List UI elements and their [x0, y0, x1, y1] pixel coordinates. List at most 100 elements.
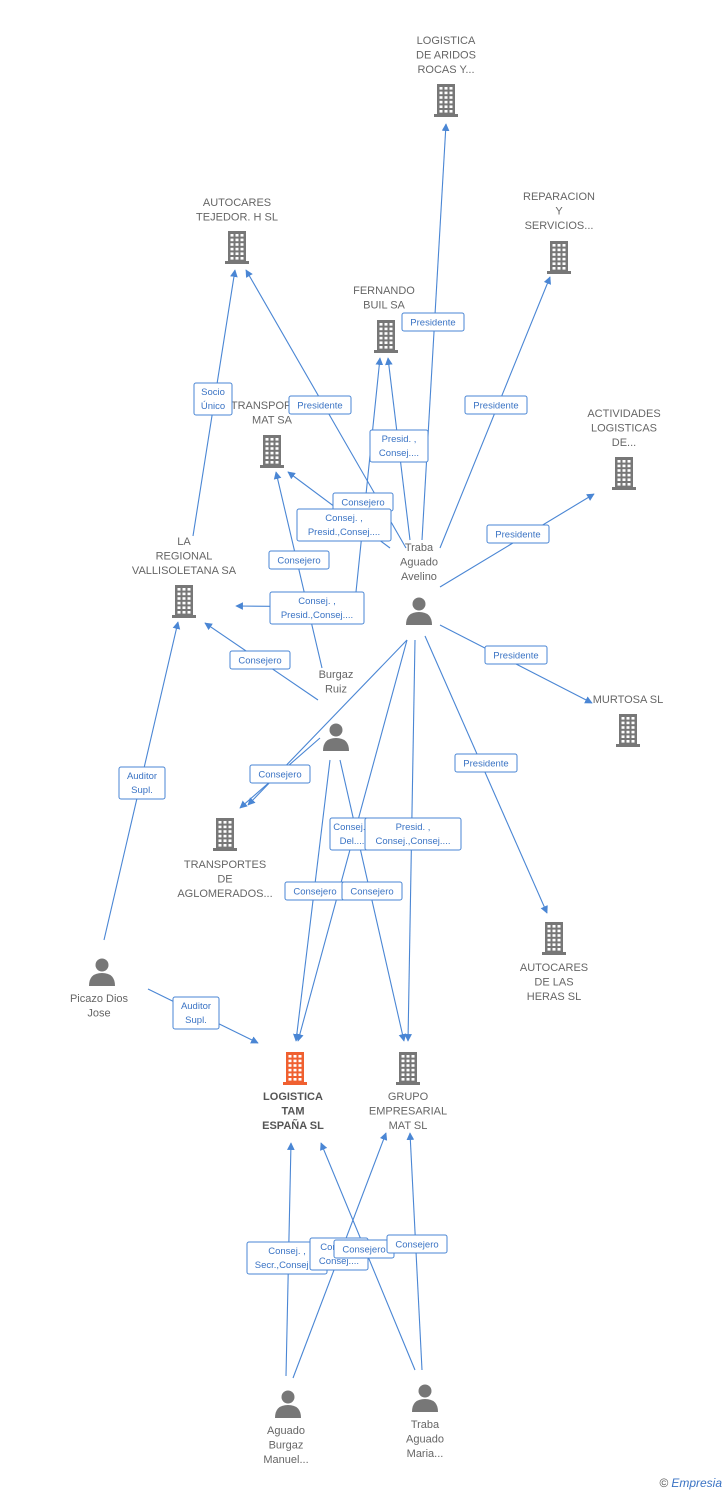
node-label-line: FERNANDO	[353, 285, 415, 297]
person-icon[interactable]	[406, 597, 432, 626]
node-label-line: ACTIVIDADES	[587, 408, 660, 420]
edge-role-badge[interactable]: Consejero	[341, 881, 403, 901]
edge-role-badge[interactable]: Consejero	[268, 550, 330, 570]
edge-role-badge[interactable]: Consejero	[284, 881, 346, 901]
badge-box	[249, 764, 311, 784]
building-icon[interactable]	[225, 231, 249, 264]
node-label-line: Avelino	[401, 571, 437, 583]
badge-text: Consej. ,	[333, 822, 371, 833]
node-label-reparacion[interactable]: REPARACIONYSERVICIOS...	[523, 191, 595, 232]
person-icon[interactable]	[89, 958, 115, 987]
badge-box	[296, 508, 392, 542]
badge-text: Consejero	[258, 770, 301, 781]
edge-role-badge[interactable]: Consejero	[332, 492, 394, 512]
copyright-icon: ©	[659, 1476, 669, 1490]
badge-text: Consejero	[293, 887, 336, 898]
edge-role-badge[interactable]: Presidente	[484, 645, 548, 665]
person-icon[interactable]	[275, 1390, 301, 1419]
node-label-line: DE	[217, 874, 232, 886]
node-label-line: Y	[555, 206, 563, 218]
building-icon[interactable]	[172, 585, 196, 618]
node-label-line: TEJEDOR. H SL	[196, 212, 278, 224]
badge-text: Presidente	[410, 318, 455, 329]
edge-role-badge[interactable]: Presidente	[464, 395, 528, 415]
badge-box	[229, 650, 291, 670]
edge-role-badge[interactable]: Presidente	[486, 524, 550, 544]
edge-role-badge[interactable]: Consej. ,Presid.,Consej....	[296, 508, 392, 542]
edge-role-badge[interactable]: Consejero	[229, 650, 291, 670]
edge-role-badge[interactable]: Presid. ,Consej.,Consej....	[364, 817, 462, 851]
badge-text: Presid. ,	[382, 434, 417, 445]
person-icon[interactable]	[412, 1384, 438, 1413]
node-label-line: Aguado	[267, 1425, 305, 1437]
node-label-traba_maria[interactable]: TrabaAguadoMaria...	[406, 1419, 444, 1460]
node-label-line: Burgaz	[269, 1440, 304, 1452]
building-icon[interactable]	[213, 818, 237, 851]
edge-role-badge[interactable]: Consej. ,Secr.,Consej....	[246, 1241, 328, 1275]
building-icon[interactable]	[283, 1052, 307, 1085]
node-label-line: TRANSPORTES	[184, 859, 266, 871]
badge-box	[172, 996, 220, 1030]
building-icon[interactable]	[616, 714, 640, 747]
node-label-aguado_burgaz[interactable]: AguadoBurgazManuel...	[263, 1425, 308, 1466]
edge-role-badge[interactable]: Consejero	[333, 1239, 395, 1259]
node-label-line: Manuel...	[263, 1454, 308, 1466]
edge-role-badge[interactable]: Presid. ,Consej....	[369, 429, 429, 463]
edge-burgaz_ruiz-to-transportes_mat	[273, 471, 323, 669]
node-label-line: VALLISOLETANA SA	[132, 565, 237, 577]
badge-text: Presidente	[495, 530, 540, 541]
person-icon[interactable]	[323, 723, 349, 752]
building-icon[interactable]	[542, 922, 566, 955]
badge-box	[288, 395, 352, 415]
brand-logo[interactable]: Empresia	[671, 1476, 722, 1490]
node-label-murtosa[interactable]: MURTOSA SL	[593, 694, 664, 706]
edge-traba_avelino-to-logistica_aridos	[421, 123, 450, 541]
badge-box	[364, 817, 462, 851]
badge-text: Presidente	[463, 759, 508, 770]
node-label-line: SERVICIOS...	[525, 220, 594, 232]
building-icon[interactable]	[434, 84, 458, 117]
node-label-line: Picazo Dios	[70, 993, 129, 1005]
edge-role-badge[interactable]: Consejero	[249, 764, 311, 784]
badge-text: Presidente	[297, 401, 342, 412]
badge-box	[386, 1234, 448, 1254]
building-icon[interactable]	[374, 320, 398, 353]
badge-text: Del....	[340, 836, 365, 847]
copyright: ©Empresia	[659, 1476, 722, 1490]
node-label-actividades[interactable]: ACTIVIDADESLOGISTICASDE...	[587, 408, 660, 449]
edge-role-badge[interactable]: Presidente	[288, 395, 352, 415]
badge-text: Supl.	[185, 1015, 207, 1026]
edge-role-badge[interactable]: Presidente	[401, 312, 465, 332]
node-label-transportes_aglomerados[interactable]: TRANSPORTES DE AGLOMERADOS...	[177, 859, 272, 900]
edge-role-badge[interactable]: Consej. ,Presid.,Consej....	[269, 591, 365, 625]
building-icon[interactable]	[396, 1052, 420, 1085]
badge-text: Socio	[201, 387, 225, 398]
badge-text: Presidente	[473, 401, 518, 412]
edge-traba_avelino-to-autocares_heras	[424, 635, 548, 914]
edge-role-badge[interactable]: Consejero	[386, 1234, 448, 1254]
building-icon[interactable]	[612, 457, 636, 490]
node-label-line: DE LAS	[534, 977, 573, 989]
edge-role-badge[interactable]: Presidente	[454, 753, 518, 773]
building-icon[interactable]	[260, 435, 284, 468]
node-label-line: MAT SA	[252, 415, 293, 427]
node-label-line: DE ARIDOS	[416, 50, 476, 62]
node-label-line: EMPRESARIAL	[369, 1106, 447, 1118]
node-label-line: AGLOMERADOS...	[177, 888, 272, 900]
badge-box	[369, 429, 429, 463]
building-icon[interactable]	[547, 241, 571, 274]
